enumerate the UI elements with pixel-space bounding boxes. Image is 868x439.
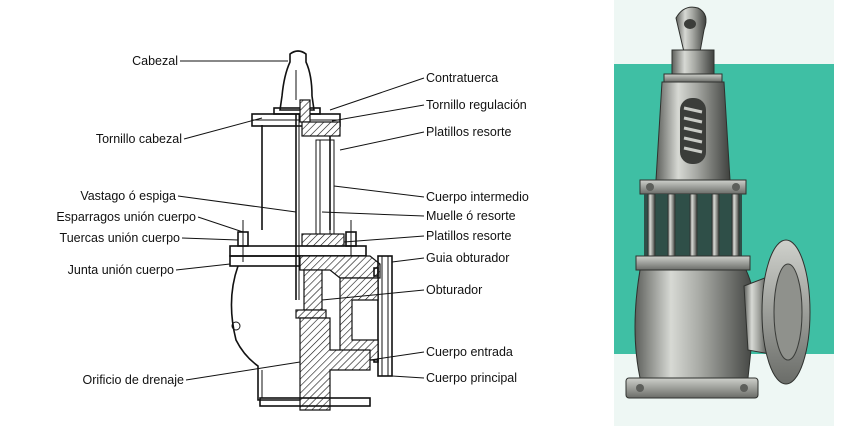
leader-tuercas bbox=[181, 237, 239, 241]
leader-lines bbox=[175, 60, 425, 381]
photo-inlet-flange bbox=[625, 377, 759, 399]
cap-shape bbox=[279, 50, 315, 111]
label-tuercas: Tuercas unión cuerpo bbox=[60, 231, 180, 245]
locknut-section bbox=[299, 99, 311, 123]
photo-cap bbox=[671, 49, 715, 77]
inlet-body-section bbox=[299, 317, 371, 411]
left-labels: Cabezal Tornillo cabezal Vastago ó espig… bbox=[56, 54, 196, 387]
label-obturador: Obturador bbox=[426, 283, 482, 297]
leader-obturador bbox=[321, 289, 425, 301]
body-joint-flange bbox=[229, 245, 367, 257]
label-tornillo-cabezal: Tornillo cabezal bbox=[96, 132, 182, 146]
outlet-passage-section bbox=[339, 277, 379, 361]
lever-head bbox=[675, 6, 707, 53]
leader-cuerpo-entrada bbox=[369, 351, 425, 361]
leader-cuerpo-principal bbox=[391, 375, 425, 379]
label-vastago: Vastago ó espiga bbox=[80, 189, 176, 203]
photo-body bbox=[634, 269, 756, 379]
label-cabezal: Cabezal bbox=[132, 54, 178, 68]
label-guia: Guia obturador bbox=[426, 251, 509, 265]
leader-platillos-inf bbox=[343, 235, 425, 243]
leader-platillos-sup bbox=[339, 131, 425, 151]
leader-tornillo-regulacion bbox=[331, 104, 425, 122]
leader-muelle bbox=[321, 211, 425, 217]
seat bbox=[295, 309, 327, 319]
label-muelle: Muelle ó resorte bbox=[426, 209, 516, 223]
leader-junta bbox=[175, 263, 231, 271]
leader-contratuerca bbox=[329, 77, 425, 111]
leader-vastago bbox=[177, 195, 297, 213]
photo-lower-flange bbox=[635, 255, 751, 271]
lower-spring-plate bbox=[301, 233, 345, 247]
label-junta: Junta unión cuerpo bbox=[68, 263, 174, 277]
photo-upper-flange bbox=[639, 179, 747, 195]
leader-guia bbox=[391, 257, 425, 263]
label-platillos-sup: Platillos resorte bbox=[426, 125, 511, 139]
label-tornillo-regulacion: Tornillo regulación bbox=[426, 98, 527, 112]
outlet-flange-face bbox=[377, 255, 393, 377]
upper-spring-plate bbox=[301, 121, 341, 137]
label-orificio: Orificio de drenaje bbox=[83, 373, 184, 387]
leader-esparragos bbox=[197, 216, 244, 233]
drain-hole bbox=[231, 321, 241, 331]
label-platillos-inf: Platillos resorte bbox=[426, 229, 511, 243]
leader-tornillo-cabezal bbox=[183, 117, 263, 140]
leader-orificio bbox=[185, 361, 301, 381]
label-cuerpo-entrada: Cuerpo entrada bbox=[426, 345, 513, 359]
label-cuerpo-intermedio: Cuerpo intermedio bbox=[426, 190, 529, 204]
right-labels: Contratuerca Tornillo regulación Platill… bbox=[426, 71, 529, 385]
label-esparragos: Esparragos unión cuerpo bbox=[56, 210, 196, 224]
label-cuerpo-principal: Cuerpo principal bbox=[426, 371, 517, 385]
cross-section-drawing bbox=[229, 50, 393, 411]
spring-area bbox=[315, 139, 335, 241]
valve-photo bbox=[614, 0, 834, 426]
inlet-flange bbox=[259, 397, 371, 407]
disc bbox=[303, 269, 323, 311]
label-contratuerca: Contratuerca bbox=[426, 71, 498, 85]
leader-cuerpo-intermedio bbox=[333, 185, 425, 198]
main-body-left bbox=[230, 265, 300, 401]
